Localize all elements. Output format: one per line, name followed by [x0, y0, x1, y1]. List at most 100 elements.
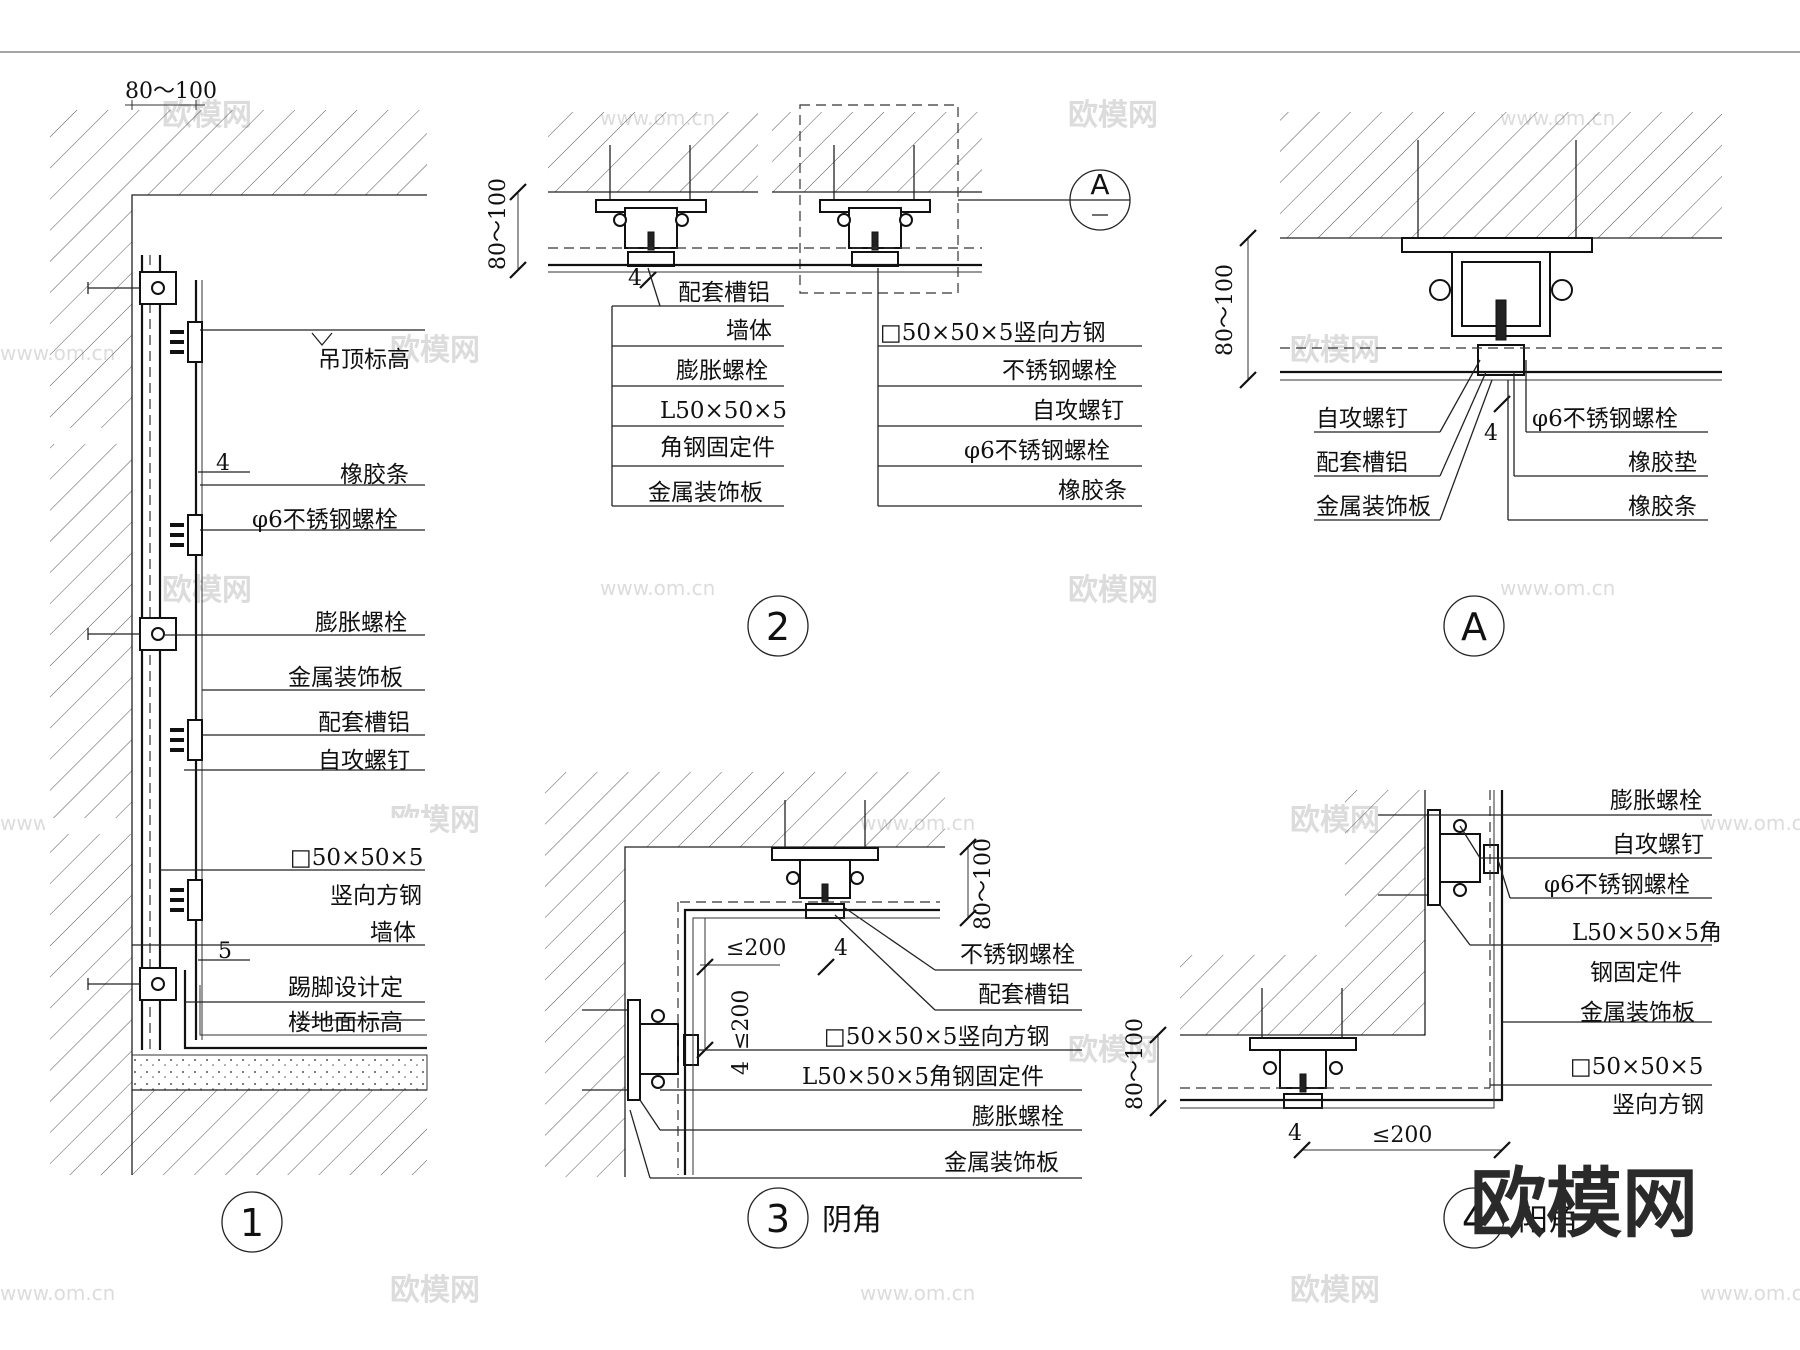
label-expansion-bolt: 膨胀螺栓 — [676, 358, 768, 384]
label-skirting: 踢脚设计定 — [288, 975, 403, 1001]
detail-number: 2 — [766, 605, 790, 649]
dim-label: 4 — [1288, 1121, 1302, 1146]
watermark-url: www.om.cn — [1500, 576, 1615, 600]
label-expansion-bolt: 膨胀螺栓 — [315, 610, 407, 636]
detail-caption: 阳角 — [1518, 1203, 1578, 1238]
detail-1: 80～100 4 5 吊顶标高 橡胶条 φ6不锈钢螺栓 膨胀螺栓 金属装饰板 配… — [45, 79, 430, 1253]
ceiling-slab — [772, 112, 982, 192]
label-metal-panel: 金属装饰板 — [1580, 1000, 1695, 1026]
label-metal-panel: 金属装饰板 — [944, 1150, 1059, 1176]
watermark-text: 欧模网 — [162, 573, 252, 608]
bracket-2 — [87, 617, 177, 651]
bracket-3 — [87, 967, 177, 1001]
dim-label: 4 — [1484, 421, 1498, 446]
label-screw: 自攻螺钉 — [318, 748, 410, 774]
label-expansion-bolt: 膨胀螺栓 — [972, 1104, 1064, 1130]
watermark-url: www.om.cn — [1700, 811, 1800, 835]
label-rubber-strip: 橡胶条 — [1628, 494, 1697, 520]
label-vertical-tube: 竖向方钢 — [1612, 1092, 1704, 1118]
label-channel: 配套槽铝 — [318, 710, 410, 736]
watermark-text: 欧模网 — [390, 1273, 480, 1308]
ceiling-slab — [132, 110, 427, 195]
label-rubber-strip: 橡胶条 — [340, 462, 409, 488]
watermark-url: www.om.cn — [1700, 1281, 1800, 1305]
detail-3: 80～100 ≤200 ≤200 4 4 不锈钢螺栓 配套槽铝 □50×50×5… — [545, 772, 1082, 1249]
wall-concrete — [50, 110, 132, 1175]
detail-number: 3 — [766, 1197, 790, 1241]
label-steel-tube: □50×50×5 — [290, 845, 423, 871]
label-phi6-bolt: φ6不锈钢螺栓 — [964, 438, 1110, 464]
label-angle-fixing: 钢固定件 — [1590, 960, 1682, 986]
watermark-text: 欧模网 — [1068, 1033, 1158, 1068]
detail-number-circle — [221, 1191, 283, 1253]
dim-label: 80～100 — [1213, 264, 1238, 356]
label-wall: 墙体 — [726, 318, 772, 344]
dim-label: 5 — [218, 939, 232, 964]
dim-label: 80～100 — [125, 79, 217, 104]
ceiling-slab — [1280, 112, 1722, 238]
detail-caption: 阴角 — [822, 1203, 882, 1238]
label-channel: 配套槽铝 — [978, 982, 1070, 1008]
label-phi6-bolt: φ6不锈钢螺栓 — [1532, 406, 1678, 432]
floor-slab — [132, 1090, 427, 1175]
section-ref-letter: A — [1090, 168, 1109, 201]
watermark-text: 欧模网 — [1290, 1273, 1380, 1308]
detail-A: 80～100 4 自攻螺钉 配套槽铝 金属装饰板 φ6不锈钢螺栓 橡胶垫 橡胶条… — [1213, 112, 1722, 657]
label-ceiling-level: 吊顶标高 — [318, 347, 410, 373]
dim-label: 80～100 — [486, 178, 511, 270]
watermark-text: 欧模网 — [390, 333, 480, 368]
dim-label: 4 — [729, 1061, 754, 1075]
detail-number-circle — [1443, 595, 1505, 657]
label-metal-panel: 金属装饰板 — [1316, 494, 1431, 520]
dim-label: 4 — [834, 936, 848, 961]
dim-label: ≤200 — [726, 936, 786, 961]
label-steel-tube: □50×50×5 — [1570, 1054, 1703, 1080]
bracket-assembly — [595, 145, 707, 267]
watermark-url: www.om.cn — [600, 576, 715, 600]
detail-2: 80～100 4 A 配套槽铝 墙体 膨胀螺栓 L50×50×5 角钢固定件 金… — [486, 104, 1142, 657]
bracket-assembly — [819, 145, 931, 267]
ceiling-slab — [548, 112, 758, 192]
detail-number-circle — [1443, 1187, 1505, 1249]
detail-ref-box — [799, 104, 959, 294]
label-wall: 墙体 — [370, 920, 416, 946]
watermark-url: www.om.cn — [860, 1281, 975, 1305]
label-screw: 自攻螺钉 — [1612, 832, 1704, 858]
detail-number-circle — [747, 595, 809, 657]
dim-label: 80～100 — [971, 838, 996, 930]
detail-number-circle — [747, 1187, 809, 1249]
dim-label: ≤200 — [1372, 1123, 1432, 1148]
label-ss-bolt: φ6不锈钢螺栓 — [252, 507, 398, 533]
dim-label: 4 — [628, 266, 642, 291]
label-expansion-bolt: 膨胀螺栓 — [1610, 788, 1702, 814]
label-metal-panel: 金属装饰板 — [288, 665, 403, 691]
watermark-text: 欧模网 — [1068, 573, 1158, 608]
label-floor-level: 楼地面标高 — [288, 1010, 403, 1036]
bracket-1 — [87, 271, 177, 305]
detail-number: A — [1461, 605, 1487, 649]
watermark-url: www.om.cn — [0, 1281, 115, 1305]
watermark-text: 欧模网 — [1290, 333, 1380, 368]
corner-watermark-logo: 欧模网 — [1470, 1159, 1698, 1248]
label-channel: 配套槽铝 — [678, 280, 770, 306]
label-rubber-strip: 橡胶条 — [1058, 478, 1127, 504]
label-screw: 自攻螺钉 — [1316, 406, 1408, 432]
label-steel-tube: □50×50×5竖向方钢 — [824, 1024, 1049, 1050]
dim-label: 80～100 — [1123, 1018, 1148, 1110]
label-angle-steel: L50×50×5 — [660, 398, 787, 424]
label-vertical-tube: 竖向方钢 — [330, 883, 422, 909]
label-metal-panel: 金属装饰板 — [648, 480, 763, 506]
detail-4: 80～100 ≤200 4 膨胀螺栓 自攻螺钉 φ6不锈钢螺栓 L50×50×5… — [1123, 788, 1722, 1249]
watermark-text: 欧模网 — [1068, 98, 1158, 133]
label-angle-steel: L50×50×5角 — [1572, 920, 1722, 946]
detail-number: 4 — [1462, 1197, 1486, 1241]
dim-label: ≤200 — [729, 990, 754, 1050]
wall-concrete — [1180, 790, 1425, 1035]
label-rubber-pad: 橡胶垫 — [1628, 450, 1697, 476]
label-angle-fixing: L50×50×5角钢固定件 — [802, 1064, 1044, 1090]
label-screw: 自攻螺钉 — [1032, 398, 1124, 424]
detail-number: 1 — [240, 1201, 264, 1245]
wall-concrete — [545, 847, 625, 1177]
floor-screed — [131, 1054, 428, 1091]
